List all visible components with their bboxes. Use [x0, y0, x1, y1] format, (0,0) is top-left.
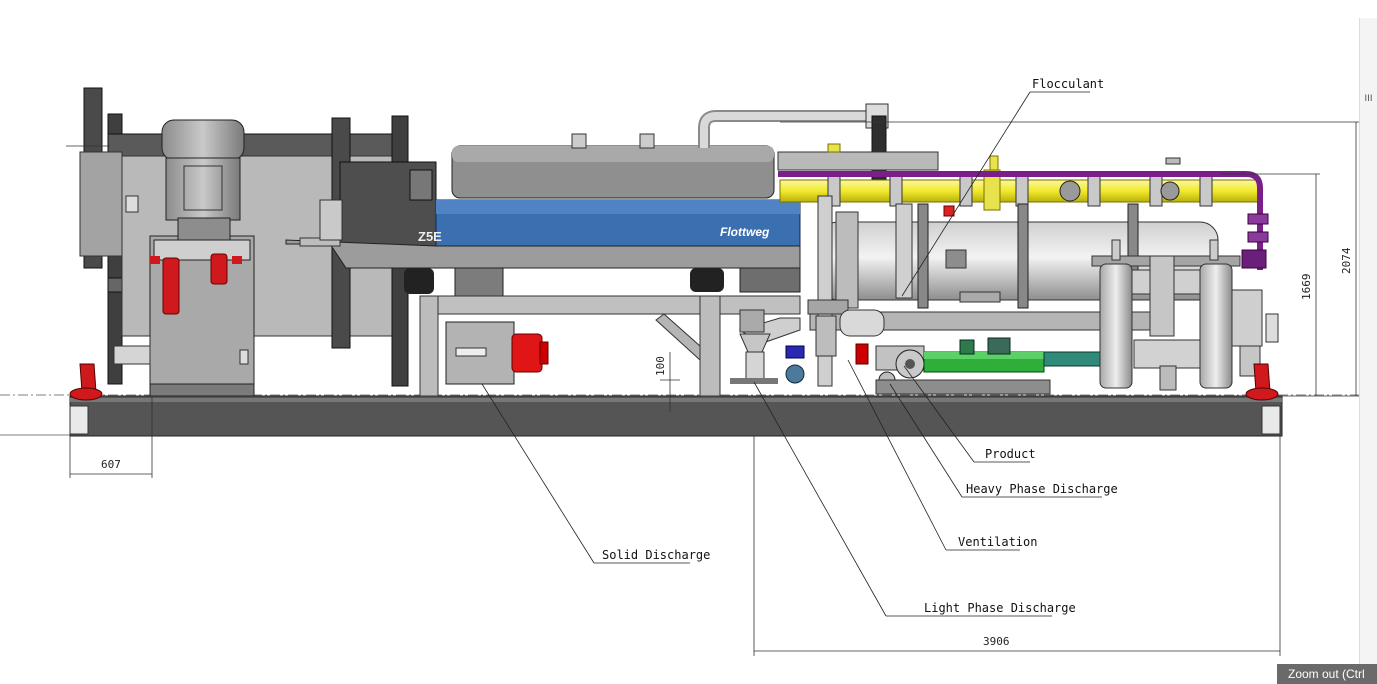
drive-motor	[113, 119, 255, 397]
zoom-out-button[interactable]: Zoom out (Ctrl	[1277, 664, 1377, 684]
dimension-lines	[66, 121, 1360, 656]
callout-leaders	[481, 91, 1102, 617]
leveling-feet	[69, 363, 1279, 401]
discharge-valves	[730, 195, 885, 387]
conveyor-motor	[445, 321, 549, 385]
callout-flocculant: Flocculant	[1032, 77, 1104, 91]
dim-100: 100	[654, 356, 667, 376]
callout-product: Product	[985, 447, 1036, 461]
dim-2074: 2074	[1340, 247, 1353, 274]
scroll-grip-icon[interactable]: III	[1364, 94, 1373, 104]
callout-ventilation: Ventilation	[958, 535, 1037, 549]
dim-607: 607	[101, 458, 121, 471]
model-label: Z5E	[418, 229, 442, 244]
dim-3906: 3906	[983, 635, 1010, 648]
callout-heavy-phase: Heavy Phase Discharge	[966, 482, 1118, 496]
callout-solid-discharge: Solid Discharge	[602, 548, 710, 562]
decanter-centrifuge: Z5E Flottweg	[285, 133, 801, 397]
vertical-scrollbar[interactable]: III	[1359, 18, 1377, 666]
callout-light-phase: Light Phase Discharge	[924, 601, 1076, 615]
brand-logo: Flottweg	[720, 225, 770, 239]
bag-filters	[1091, 239, 1279, 391]
product-pump	[855, 337, 1105, 395]
dim-1669: 1669	[1300, 274, 1313, 301]
hydraulic-filters	[150, 253, 242, 315]
flocculant-piping	[698, 103, 1261, 211]
base-frame	[0, 394, 1360, 437]
